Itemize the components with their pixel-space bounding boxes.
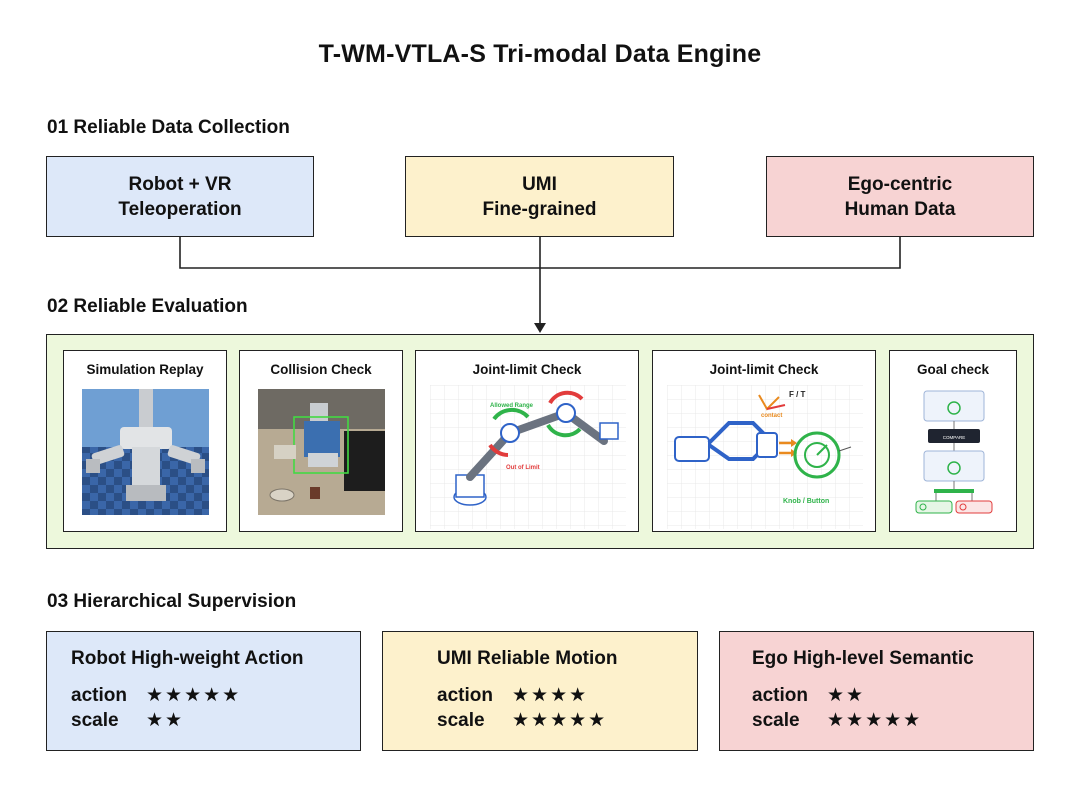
section-heading-evaluation: 02 Reliable Evaluation: [47, 296, 248, 317]
source-box-line1: Robot + VR: [128, 173, 232, 195]
allowed-range-label: Allowed Range: [490, 403, 534, 409]
action-rating-row: action ★★★★: [437, 684, 588, 707]
source-box-line2: Fine-grained: [482, 198, 597, 220]
goal-check-flowchart: COMPARE: [915, 390, 993, 514]
compare-label: COMPARE: [943, 435, 965, 440]
panel-simulation-replay: Simulation Replay: [63, 350, 227, 532]
source-box-line2: Teleoperation: [118, 198, 242, 220]
panel-goal-check: Goal check COMPARE: [889, 350, 1017, 532]
scale-rating-row: scale ★★: [71, 709, 184, 732]
source-box-line1: UMI: [522, 173, 557, 195]
collision-check-image: [258, 389, 385, 515]
knob-button-label: Knob / Button: [783, 498, 829, 505]
out-of-limit-label: Out of Limit: [506, 465, 540, 471]
source-box-umi: UMI Fine-grained: [405, 156, 674, 237]
action-label: action: [437, 685, 493, 706]
joint-limit-arm-diagram: Allowed Range Out of Limit: [430, 385, 626, 529]
ft-label: F / T: [789, 390, 806, 399]
card-title: Ego High-level Semantic: [752, 648, 974, 669]
scale-stars: ★★★★★: [827, 710, 923, 731]
action-stars: ★★★★★: [146, 685, 242, 706]
contact-label: contact: [761, 413, 782, 419]
supervision-card-umi: UMI Reliable Motion action ★★★★ scale ★★★★…: [382, 631, 698, 751]
action-rating-row: action ★★: [752, 684, 865, 707]
scale-rating-row: scale ★★★★★: [752, 709, 922, 732]
joint-limit-gripper-diagram: F / T contact Knob / Button: [667, 385, 863, 529]
action-label: action: [752, 685, 808, 706]
scale-stars: ★★★★★: [512, 710, 608, 731]
source-box-robot-vr: Robot + VR Teleoperation: [46, 156, 314, 237]
panel-title: Simulation Replay: [86, 362, 204, 377]
card-title: Robot High-weight Action: [71, 648, 304, 669]
supervision-card-ego: Ego High-level Semantic action ★★ scale ★★…: [719, 631, 1034, 751]
source-box-ego: Ego-centric Human Data: [766, 156, 1034, 237]
scale-label: scale: [752, 710, 800, 731]
card-title: UMI Reliable Motion: [437, 648, 618, 669]
scale-label: scale: [437, 710, 485, 731]
panel-title: Joint-limit Check: [709, 362, 819, 377]
simulation-replay-image: [82, 389, 209, 515]
section-heading-supervision: 03 Hierarchical Supervision: [47, 591, 297, 612]
section-heading-collection: 01 Reliable Data Collection: [47, 117, 290, 138]
panel-title: Collision Check: [270, 362, 372, 377]
action-stars: ★★: [827, 685, 866, 706]
action-label: action: [71, 685, 127, 706]
source-box-line2: Human Data: [844, 198, 956, 220]
panel-title: Joint-limit Check: [472, 362, 582, 377]
diagram-title: T-WM-VTLA-S Tri-modal Data Engine: [318, 40, 762, 68]
panel-joint-limit-gripper: Joint-limit Check F / T contact Knob / B…: [652, 350, 876, 532]
panel-joint-limit-arm: Joint-limit Check Allowed Range Out of L…: [415, 350, 639, 532]
scale-stars: ★★: [146, 710, 185, 731]
action-stars: ★★★★: [512, 685, 589, 706]
panel-title: Goal check: [916, 362, 990, 377]
scale-label: scale: [71, 710, 119, 731]
supervision-card-robot: Robot High-weight Action action ★★★★★ sca…: [46, 631, 361, 751]
scale-rating-row: scale ★★★★★: [437, 709, 607, 732]
source-box-line1: Ego-centric: [847, 173, 953, 195]
action-rating-row: action ★★★★★: [71, 684, 241, 707]
panel-collision-check: Collision Check: [239, 350, 403, 532]
